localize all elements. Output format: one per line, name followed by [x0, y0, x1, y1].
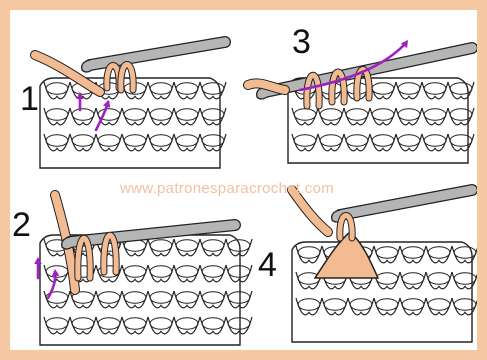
step-number-2: 2 — [12, 208, 31, 242]
step-number-4: 4 — [258, 248, 277, 282]
watermark-text: www.patronesparacrochet.com — [120, 180, 460, 197]
step-4-panel — [292, 190, 477, 342]
step-2-panel — [34, 195, 252, 345]
step-number-1: 1 — [20, 82, 39, 116]
step-1-panel — [35, 42, 226, 168]
illustration-canvas: 1 3 2 4 www.patronesparacrochet.com — [10, 10, 477, 350]
step-3-panel — [248, 40, 474, 163]
step-number-3: 3 — [292, 25, 311, 59]
hook-shaft — [90, 42, 225, 65]
